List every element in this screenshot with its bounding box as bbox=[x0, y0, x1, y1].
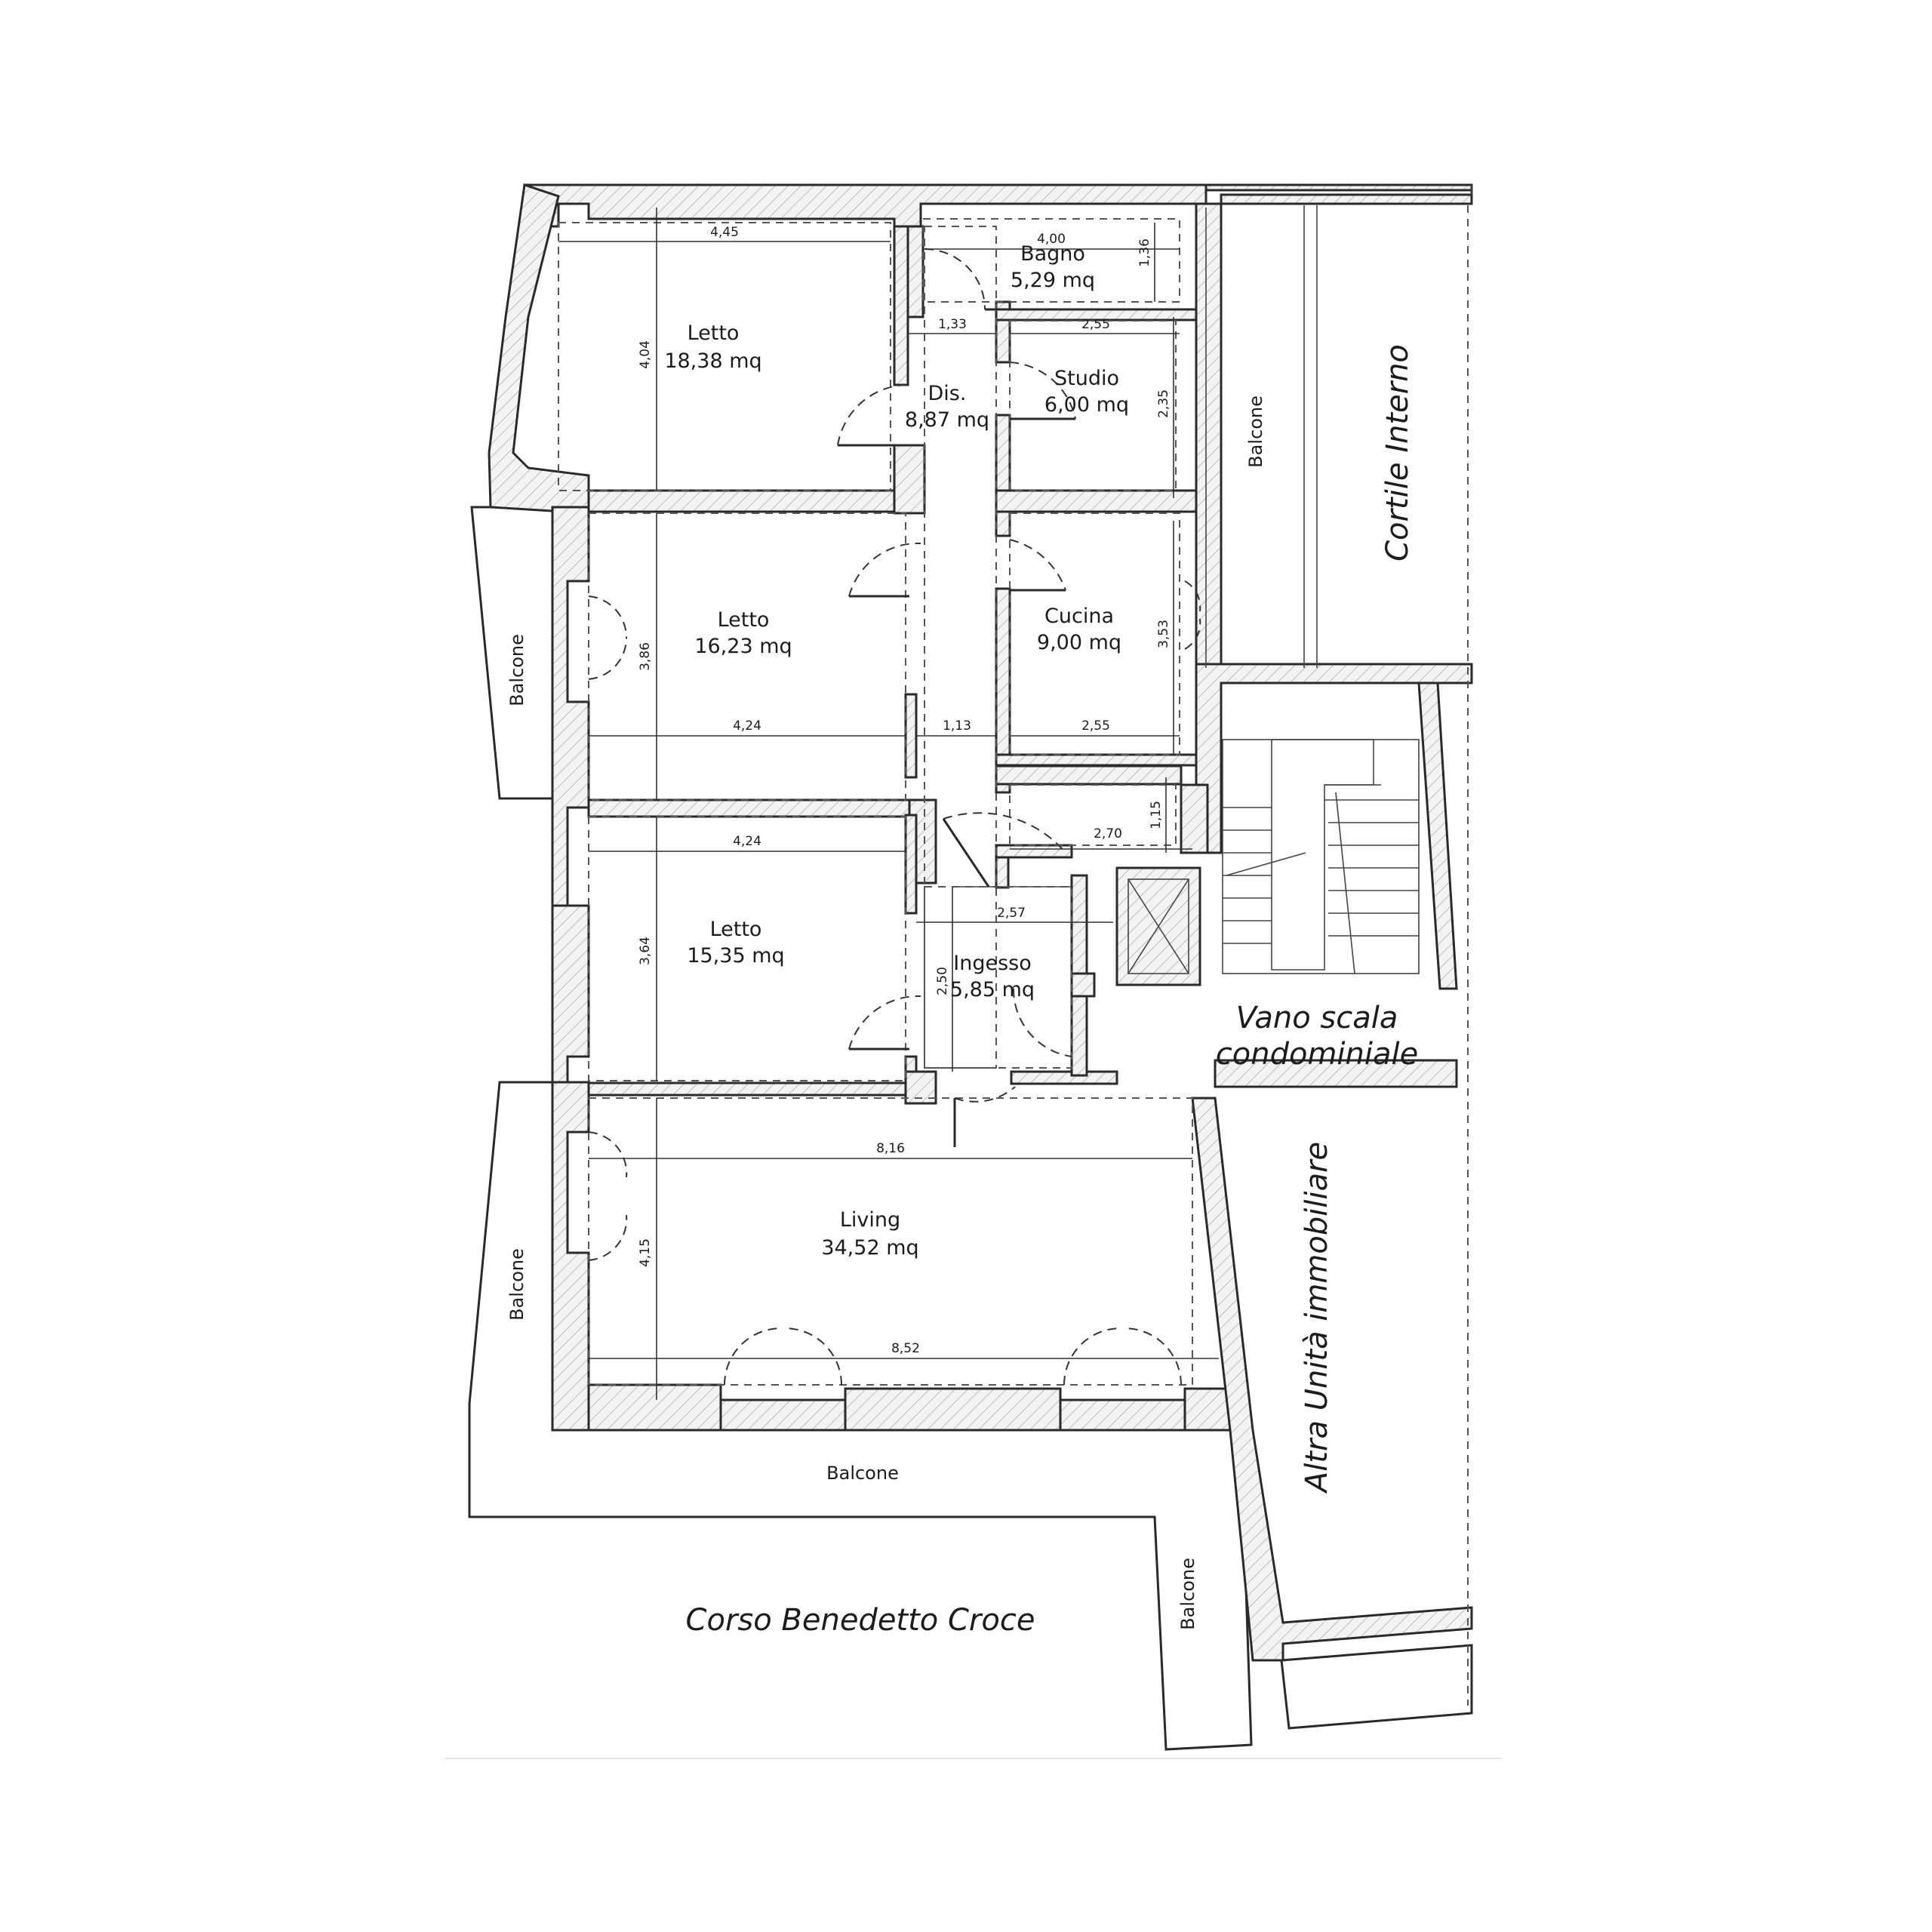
exterior-walls bbox=[488, 183, 1473, 1662]
room-area-letto-3: 15,35 mq bbox=[687, 944, 784, 968]
balcone-label-left-top: Balcone bbox=[506, 634, 528, 706]
room-name-dis: Dis. bbox=[928, 382, 967, 405]
room-outlines bbox=[558, 218, 1193, 1386]
balcone-label-right: Balcone bbox=[1245, 395, 1266, 468]
dim-small-width: 2,70 bbox=[1094, 826, 1122, 841]
dim-cucina-width: 2,55 bbox=[1081, 718, 1110, 734]
dim-letto-3-height: 3,64 bbox=[638, 937, 653, 965]
cortile-interno-label: Cortile Interno bbox=[1380, 344, 1415, 561]
altra-unita-label: Altra Unità immobiliare bbox=[1300, 1142, 1334, 1494]
balcone-label-left-bottom: Balcone bbox=[506, 1248, 528, 1321]
room-labels: Letto 18,38 mq Bagno 5,29 mq Dis. 8,87 m… bbox=[664, 242, 1129, 1260]
dim-studio-width: 2,55 bbox=[1081, 317, 1110, 332]
dim-letto-3-width: 4,24 bbox=[733, 834, 761, 849]
dim-ingesso-width: 2,57 bbox=[997, 906, 1026, 921]
dim-cucina-height: 3,53 bbox=[1156, 620, 1171, 648]
dim-letto-1-width: 4,45 bbox=[710, 225, 739, 240]
stairs bbox=[1222, 739, 1420, 974]
room-area-ingesso: 5,85 mq bbox=[950, 978, 1035, 1001]
dim-living-width-bottom: 8,52 bbox=[891, 1341, 920, 1356]
dim-bagno-width: 4,00 bbox=[1037, 232, 1066, 247]
dimension-texts: 4,45 4,04 4,00 1,36 1,33 2,55 2,35 3,86 … bbox=[638, 225, 1171, 1356]
room-name-ingesso: Ingesso bbox=[953, 952, 1031, 975]
dim-dis-width: 1,33 bbox=[938, 317, 967, 332]
dim-letto-2-width: 4,24 bbox=[733, 718, 761, 734]
dim-studio-height: 2,35 bbox=[1156, 389, 1171, 418]
dim-letto-2-height: 3,86 bbox=[638, 642, 653, 671]
room-name-studio: Studio bbox=[1054, 367, 1119, 390]
vano-scala-label-line-2: condominiale bbox=[1216, 1037, 1418, 1072]
dim-letto-1-height: 4,04 bbox=[638, 340, 653, 369]
room-name-bagno: Bagno bbox=[1020, 242, 1085, 266]
balcone-label-bottom: Balcone bbox=[826, 1463, 899, 1484]
interior-walls bbox=[587, 225, 1209, 1105]
room-area-dis: 8,87 mq bbox=[905, 408, 989, 432]
vano-scala-label-line-1: Vano scala bbox=[1236, 1001, 1398, 1035]
room-area-letto-2: 16,23 mq bbox=[694, 635, 792, 658]
balconies bbox=[468, 506, 1473, 1751]
dim-bagno-height: 1,36 bbox=[1137, 238, 1152, 267]
room-name-letto-3: Letto bbox=[710, 918, 762, 941]
room-area-bagno: 5,29 mq bbox=[1011, 269, 1095, 292]
room-area-cucina: 9,00 mq bbox=[1037, 631, 1121, 654]
doors bbox=[588, 248, 1201, 1386]
room-area-letto-1: 18,38 mq bbox=[664, 349, 761, 373]
dim-small-height: 1,15 bbox=[1149, 801, 1164, 829]
dim-corridor-width: 1,13 bbox=[943, 718, 971, 734]
elevator bbox=[1115, 866, 1201, 986]
room-name-letto-2: Letto bbox=[718, 608, 770, 632]
area-labels: Balcone Balcone Balcone Balcone Balcone … bbox=[506, 344, 1418, 1638]
room-name-living: Living bbox=[840, 1208, 900, 1232]
dim-living-height: 4,15 bbox=[638, 1238, 653, 1267]
dim-ingesso-height: 2,50 bbox=[935, 967, 950, 995]
room-name-cucina: Cucina bbox=[1044, 605, 1114, 628]
room-name-letto-1: Letto bbox=[688, 321, 740, 345]
corso-label: Corso Benedetto Croce bbox=[686, 1603, 1035, 1638]
dimension-lines bbox=[558, 208, 1219, 1400]
room-area-living: 34,52 mq bbox=[821, 1236, 918, 1260]
balcone-label-corner: Balcone bbox=[1177, 1558, 1198, 1630]
room-area-studio: 6,00 mq bbox=[1044, 393, 1129, 417]
dim-living-width-top: 8,16 bbox=[876, 1141, 905, 1156]
